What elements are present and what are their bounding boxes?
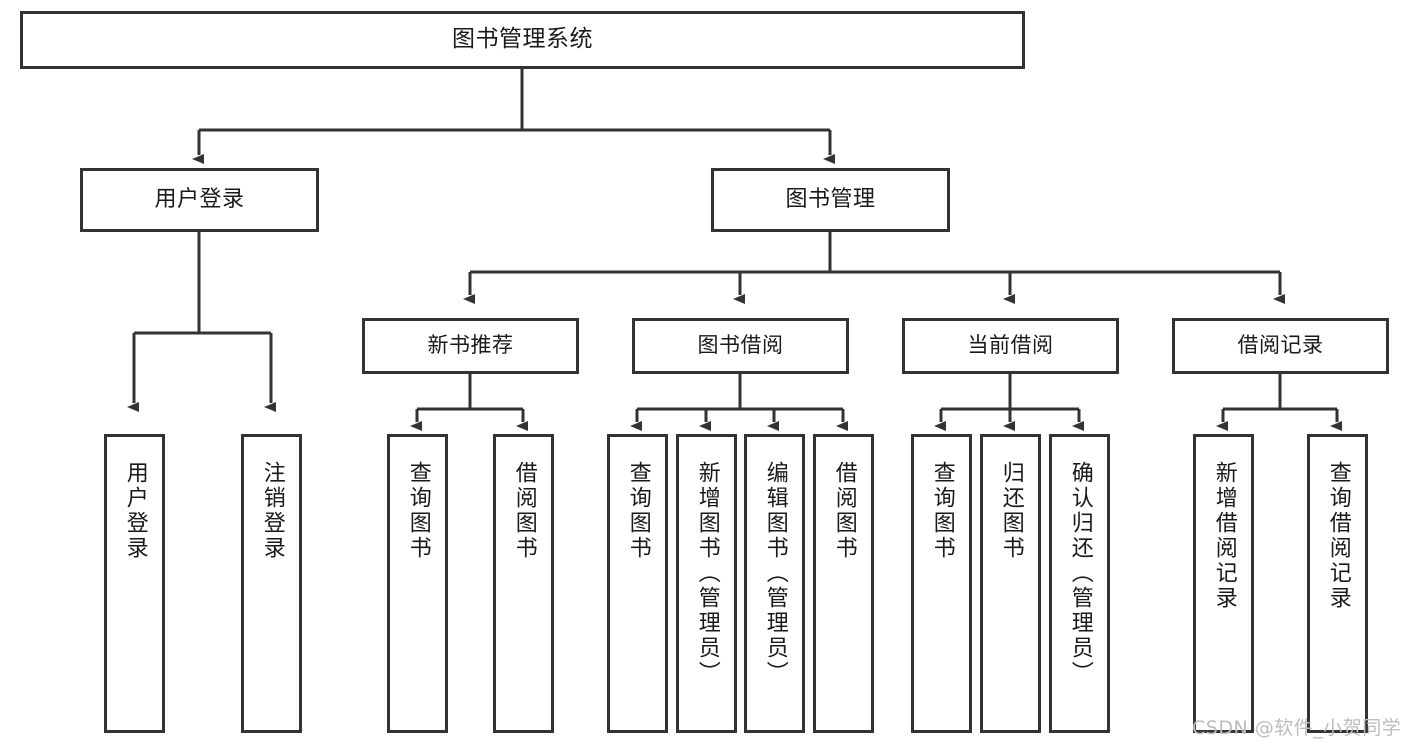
leaf-query-book-1[interactable]: 查询图书 [387,434,448,733]
leaf-add-record-label: 新增借阅记录 [1211,461,1237,611]
node-root[interactable]: 图书管理系统 [20,11,1025,69]
leaf-add-record[interactable]: 新增借阅记录 [1193,434,1254,733]
leaf-query-record[interactable]: 查询借阅记录 [1307,434,1368,733]
leaf-add-book-label: 新增图书（管理员） [694,461,720,686]
leaf-return-book-label: 归还图书 [998,461,1024,561]
node-borrow-record-label: 借阅记录 [1237,333,1324,358]
leaf-borrow-book-2[interactable]: 借阅图书 [813,434,874,733]
leaf-borrow-book-2-label: 借阅图书 [831,461,857,561]
node-user-login[interactable]: 用户登录 [80,168,319,232]
node-borrow-record[interactable]: 借阅记录 [1172,318,1389,374]
leaf-query-record-label: 查询借阅记录 [1325,461,1351,611]
leaf-confirm-return[interactable]: 确认归还（管理员） [1049,434,1110,733]
leaf-query-book-3-label: 查询图书 [929,461,955,561]
leaf-edit-book[interactable]: 编辑图书（管理员） [744,434,805,733]
csdn-watermark: CSDN @软件_小贺同学 [1192,717,1402,739]
node-root-label: 图书管理系统 [452,26,593,53]
node-user-login-label: 用户登录 [154,186,245,212]
node-current-borrow[interactable]: 当前借阅 [902,318,1119,374]
leaf-logout[interactable]: 注销登录 [241,434,302,733]
node-new-book-recommend-label: 新书推荐 [427,333,514,358]
leaf-borrow-book-1[interactable]: 借阅图书 [493,434,554,733]
node-current-borrow-label: 当前借阅 [967,333,1054,358]
leaf-user-login-label: 用户登录 [122,461,148,561]
leaf-confirm-return-label: 确认归还（管理员） [1067,461,1093,686]
leaf-query-book-2[interactable]: 查询图书 [607,434,668,733]
leaf-borrow-book-1-label: 借阅图书 [511,461,537,561]
leaf-return-book[interactable]: 归还图书 [980,434,1041,733]
node-book-manage[interactable]: 图书管理 [711,168,950,232]
leaf-add-book[interactable]: 新增图书（管理员） [676,434,737,733]
leaf-query-book-2-label: 查询图书 [625,461,651,561]
node-book-manage-label: 图书管理 [785,186,876,212]
leaf-logout-label: 注销登录 [259,461,285,561]
node-book-borrow-label: 图书借阅 [697,333,784,358]
node-new-book-recommend[interactable]: 新书推荐 [362,318,579,374]
leaf-query-book-3[interactable]: 查询图书 [911,434,972,733]
leaf-edit-book-label: 编辑图书（管理员） [762,461,788,686]
node-book-borrow[interactable]: 图书借阅 [632,318,849,374]
leaf-user-login[interactable]: 用户登录 [104,434,165,733]
leaf-query-book-1-label: 查询图书 [405,461,431,561]
